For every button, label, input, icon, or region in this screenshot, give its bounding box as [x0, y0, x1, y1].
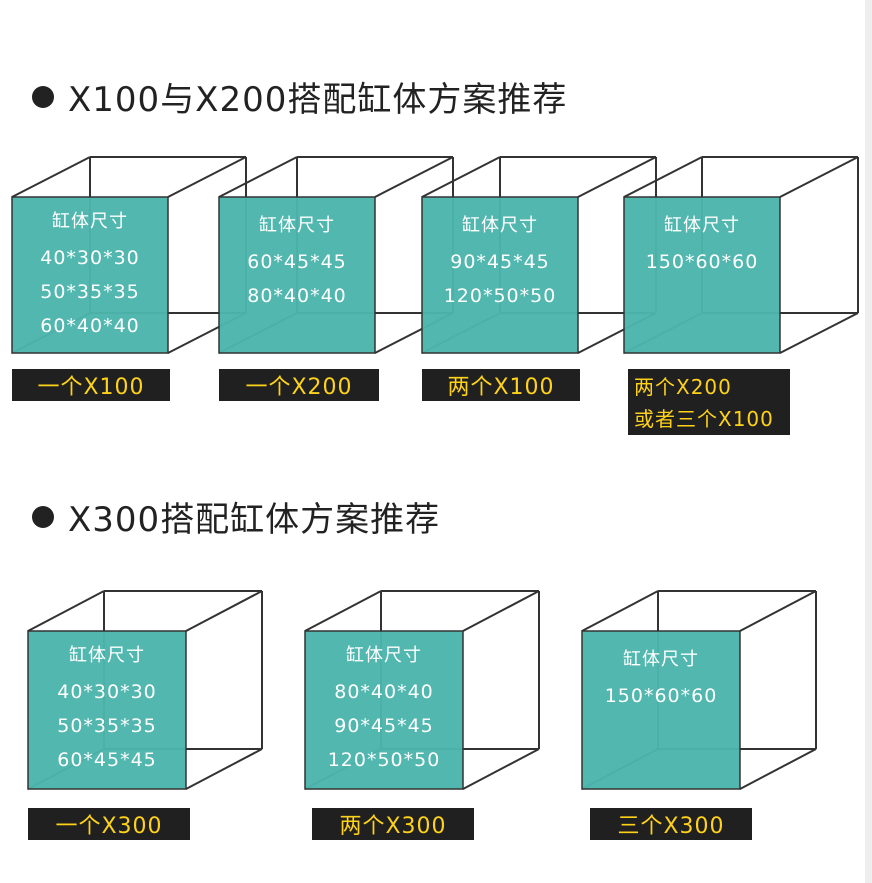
- tank-dimension: 50*35*35: [40, 281, 140, 303]
- section-title-text: X300搭配缸体方案推荐: [68, 500, 441, 540]
- face-title: 缸体尺寸: [346, 645, 422, 666]
- connector-edge: [462, 748, 540, 790]
- pump-combination-label: 一个X300: [28, 808, 190, 840]
- tank-dimension: 40*30*30: [57, 681, 157, 703]
- connector-edge: [581, 590, 659, 632]
- right-edge-strip: [865, 0, 872, 883]
- face-title: 缸体尺寸: [664, 215, 740, 236]
- connector-edge: [779, 156, 859, 198]
- cube-wireframe: [581, 590, 817, 790]
- tank-cube-2-1: 缸体尺寸 40*30*30 50*35*35 60*45*45: [27, 590, 263, 790]
- connector-edge: [27, 590, 105, 632]
- cube-wireframe: [304, 590, 540, 790]
- tank-dimension: 90*45*45: [334, 715, 434, 737]
- tank-cube-2-2: 缸体尺寸 80*40*40 90*45*45 120*50*50: [304, 590, 540, 790]
- face-title: 缸体尺寸: [52, 211, 128, 232]
- tank-dimension: 150*60*60: [645, 251, 759, 273]
- face-title: 缸体尺寸: [462, 215, 538, 236]
- cube-front-face: [27, 630, 187, 790]
- connector-edge: [739, 748, 817, 790]
- tank-dimension: 150*60*60: [604, 685, 718, 707]
- label-line: 两个X200: [634, 375, 732, 399]
- pump-combination-label: 一个X200: [219, 369, 379, 401]
- face-title: 缸体尺寸: [69, 645, 145, 666]
- pump-combination-label: 两个X300: [312, 808, 474, 840]
- cube-wireframe: [623, 156, 859, 354]
- cube-face-text: 缸体尺寸 40*30*30 50*35*35 60*45*45: [28, 641, 186, 777]
- label-line: 一个X200: [245, 375, 353, 400]
- connector-edge: [623, 156, 703, 198]
- connector-edge: [167, 156, 247, 198]
- bullet-icon: [32, 505, 54, 528]
- tank-cube-2-3: 缸体尺寸 150*60*60: [581, 590, 817, 790]
- connector-edge: [779, 312, 859, 354]
- cube-face-text: 缸体尺寸 80*40*40 90*45*45 120*50*50: [305, 641, 463, 777]
- connector-edge: [185, 748, 263, 790]
- cube-face-text: 缸体尺寸 150*60*60: [624, 211, 780, 279]
- tank-cube-1-4: 缸体尺寸 150*60*60: [623, 156, 859, 354]
- tank-dimension: 50*35*35: [57, 715, 157, 737]
- cube-wireframe: [421, 156, 657, 354]
- label-line: 三个X300: [617, 814, 725, 839]
- connector-edge: [11, 156, 91, 198]
- cube-front-face: [218, 196, 376, 354]
- cube-face-text: 缸体尺寸 60*45*45 80*40*40: [219, 211, 375, 313]
- section-title-x300: X300搭配缸体方案推荐: [32, 492, 440, 541]
- section-title-x100-x200: X100与X200搭配缸体方案推荐: [32, 72, 567, 121]
- cube-face-text: 缸体尺寸 90*45*45 120*50*50: [422, 211, 578, 313]
- tank-dimension: 80*40*40: [247, 285, 347, 307]
- label-line: 两个X100: [447, 375, 555, 400]
- cube-front-face: [623, 196, 781, 354]
- cube-wireframe: [27, 590, 263, 790]
- connector-edge: [218, 156, 298, 198]
- label-line: 或者三个X100: [634, 407, 774, 431]
- pump-combination-label: 两个X200 或者三个X100: [628, 369, 790, 435]
- tank-dimension: 60*40*40: [40, 315, 140, 337]
- pump-combination-label: 一个X100: [12, 369, 170, 401]
- tank-cube-1-1: 缸体尺寸 40*30*30 50*35*35 60*40*40: [11, 156, 247, 354]
- label-line: 两个X300: [339, 814, 447, 839]
- cube-front-face: [421, 196, 579, 354]
- connector-edge: [577, 156, 657, 198]
- cube-front-face: [11, 196, 169, 354]
- tank-dimension: 60*45*45: [57, 749, 157, 771]
- connector-edge: [421, 156, 501, 198]
- cube-face-text: 缸体尺寸 40*30*30 50*35*35 60*40*40: [12, 207, 168, 343]
- cube-face-text: 缸体尺寸 150*60*60: [582, 645, 740, 713]
- connector-edge: [185, 590, 263, 632]
- label-line: 一个X100: [37, 375, 145, 400]
- label-line: 一个X300: [55, 814, 163, 839]
- cube-wireframe: [11, 156, 247, 354]
- tank-dimension: 60*45*45: [247, 251, 347, 273]
- connector-edge: [374, 156, 454, 198]
- tank-dimension: 90*45*45: [450, 251, 550, 273]
- section-title-text: X100与X200搭配缸体方案推荐: [68, 80, 568, 120]
- tank-cube-1-3: 缸体尺寸 90*45*45 120*50*50: [421, 156, 657, 354]
- cube-front-face: [581, 630, 741, 790]
- cube-front-face: [304, 630, 464, 790]
- tank-dimension: 120*50*50: [327, 749, 441, 771]
- pump-combination-label: 三个X300: [590, 808, 752, 840]
- connector-edge: [304, 590, 382, 632]
- face-title: 缸体尺寸: [259, 215, 335, 236]
- pump-combination-label: 两个X100: [422, 369, 580, 401]
- connector-edge: [739, 590, 817, 632]
- cube-wireframe: [218, 156, 454, 354]
- tank-dimension: 120*50*50: [443, 285, 557, 307]
- face-title: 缸体尺寸: [623, 649, 699, 670]
- tank-dimension: 40*30*30: [40, 247, 140, 269]
- tank-cube-1-2: 缸体尺寸 60*45*45 80*40*40: [218, 156, 454, 354]
- tank-dimension: 80*40*40: [334, 681, 434, 703]
- bullet-icon: [32, 85, 54, 108]
- connector-edge: [462, 590, 540, 632]
